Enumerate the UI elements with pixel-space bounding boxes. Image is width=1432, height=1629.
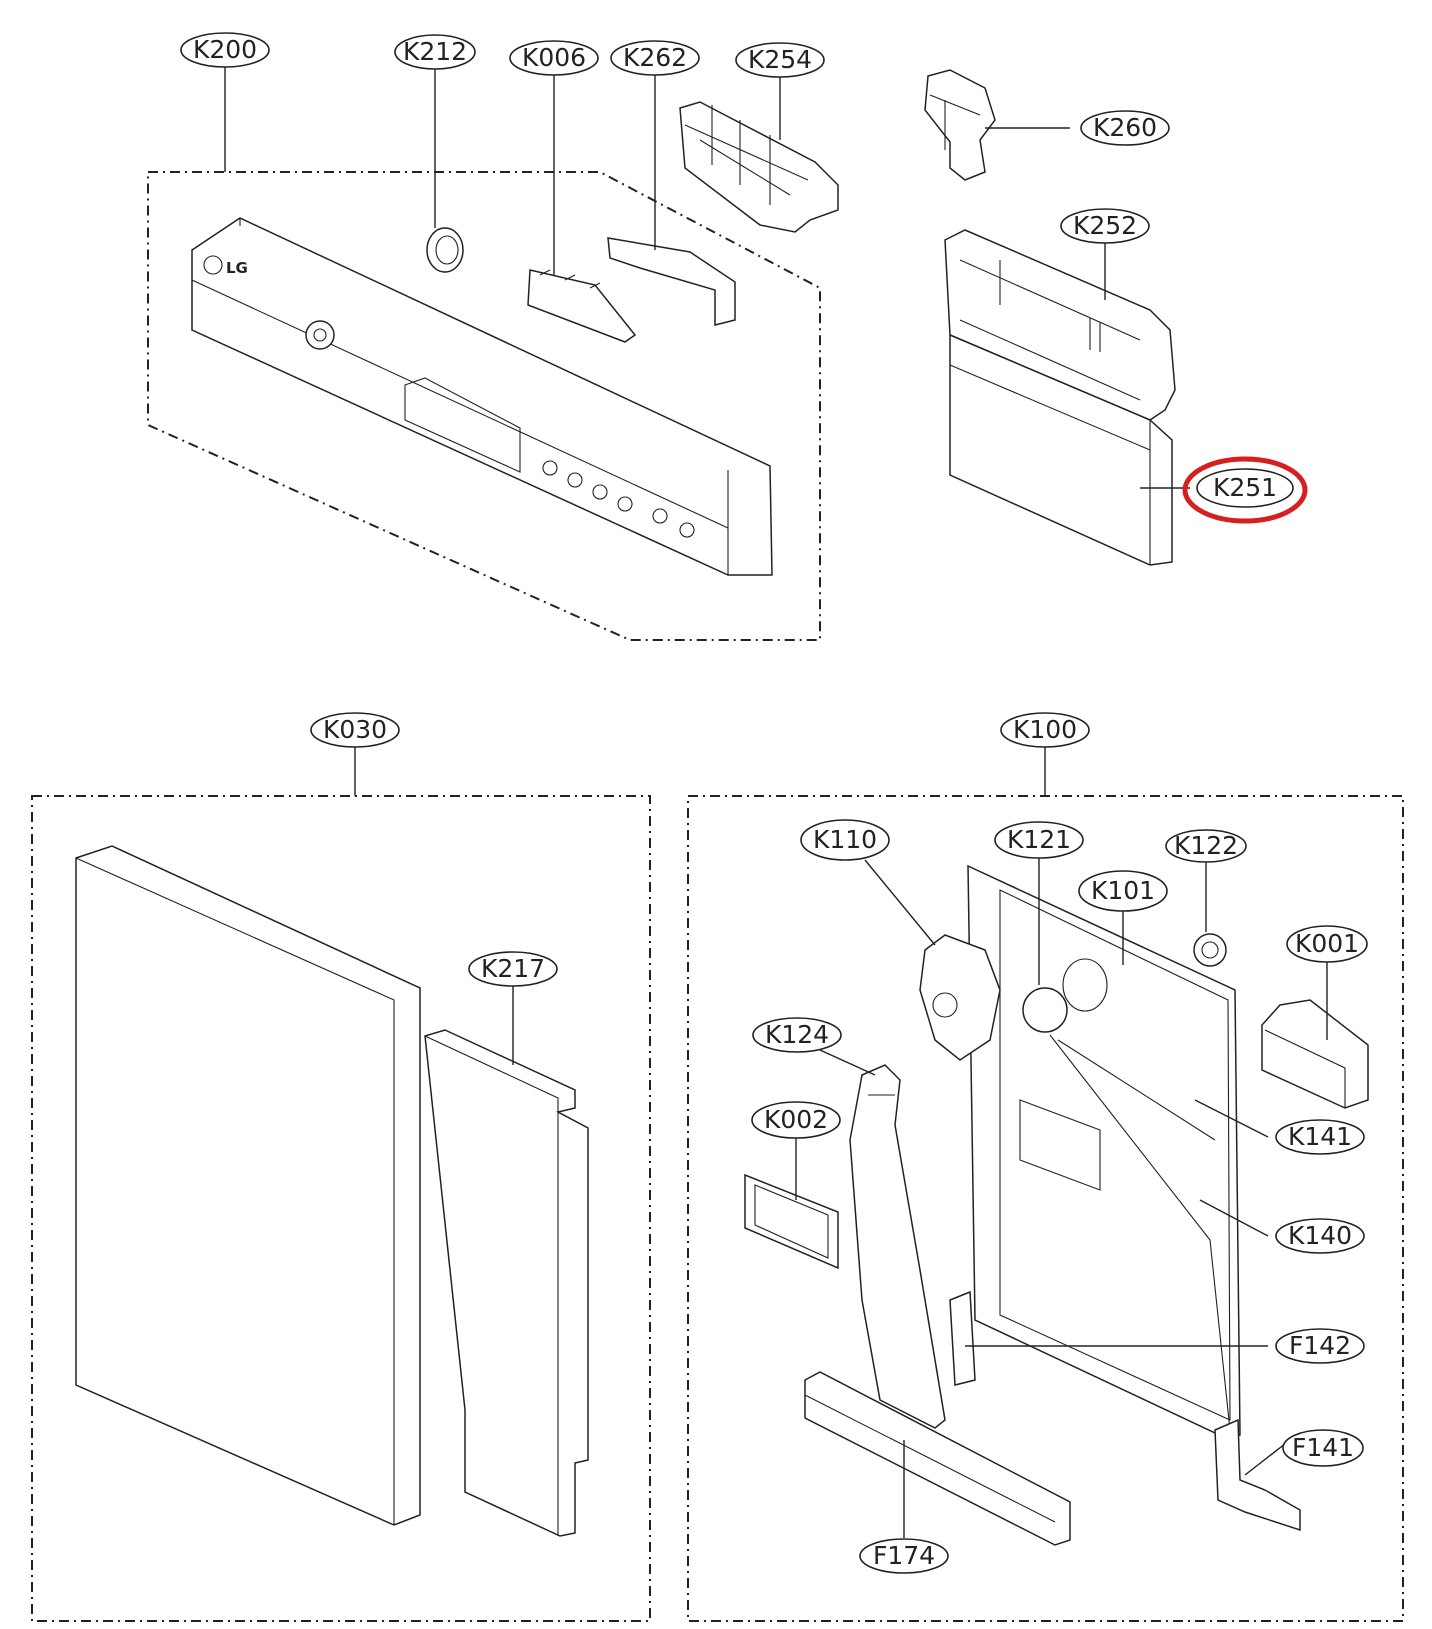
- label-K140: K140: [1288, 1221, 1352, 1250]
- callout-K254: K254: [735, 42, 825, 78]
- callout-K101: K101: [1078, 870, 1168, 912]
- label-K100: K100: [1013, 715, 1077, 744]
- label-K101: K101: [1091, 876, 1155, 905]
- label-K122: K122: [1174, 831, 1238, 860]
- label-F142: F142: [1289, 1331, 1351, 1360]
- label-K110: K110: [813, 825, 877, 854]
- label-K254: K254: [748, 45, 812, 74]
- callout-K141: K141: [1275, 1119, 1365, 1155]
- callout-K217: K217: [468, 951, 558, 987]
- callout-K100: K100: [1000, 712, 1090, 748]
- label-K252: K252: [1073, 211, 1137, 240]
- panel-logo: LG: [226, 259, 248, 277]
- label-K030: K030: [323, 715, 387, 744]
- callout-K252: K252: [1060, 208, 1150, 244]
- label-K217: K217: [481, 954, 545, 983]
- callout-K122: K122: [1165, 829, 1247, 863]
- callout-K262: K262: [610, 40, 700, 76]
- inner-door-group: [687, 795, 1404, 1622]
- callout-K001: K001: [1286, 925, 1368, 963]
- callout-F174: F174: [859, 1538, 949, 1574]
- door-group: [31, 795, 651, 1622]
- label-K006: K006: [522, 43, 586, 72]
- callout-K200: K200: [180, 32, 270, 68]
- callout-K124: K124: [752, 1017, 842, 1053]
- label-K262: K262: [623, 43, 687, 72]
- label-K002: K002: [764, 1105, 828, 1134]
- highlight-circle: [1182, 456, 1308, 524]
- label-K251: K251: [1213, 473, 1277, 502]
- leader-lines: [224, 67, 1328, 1538]
- callout-F141: F141: [1282, 1429, 1364, 1467]
- label-F174: F174: [873, 1541, 935, 1570]
- callout-K251: K251: [1182, 456, 1308, 524]
- label-K200: K200: [193, 35, 257, 64]
- callout-K006: K006: [509, 40, 599, 76]
- label-K121: K121: [1007, 825, 1071, 854]
- label-K141: K141: [1288, 1122, 1352, 1151]
- label-K212: K212: [403, 37, 467, 66]
- callout-K140: K140: [1275, 1218, 1365, 1254]
- callout-K110: K110: [800, 819, 890, 861]
- callout-F142: F142: [1275, 1328, 1365, 1364]
- callout-K260: K260: [1080, 110, 1170, 146]
- callout-K121: K121: [994, 821, 1084, 859]
- callout-K002: K002: [751, 1101, 841, 1139]
- control-panel-group: LG: [147, 101, 839, 641]
- dispenser-parts: [924, 69, 1176, 566]
- callout-K212: K212: [394, 34, 476, 70]
- label-K001: K001: [1295, 929, 1359, 958]
- callout-K030: K030: [310, 712, 400, 748]
- label-F141: F141: [1292, 1433, 1354, 1462]
- label-K124: K124: [765, 1020, 829, 1049]
- label-K260: K260: [1093, 113, 1157, 142]
